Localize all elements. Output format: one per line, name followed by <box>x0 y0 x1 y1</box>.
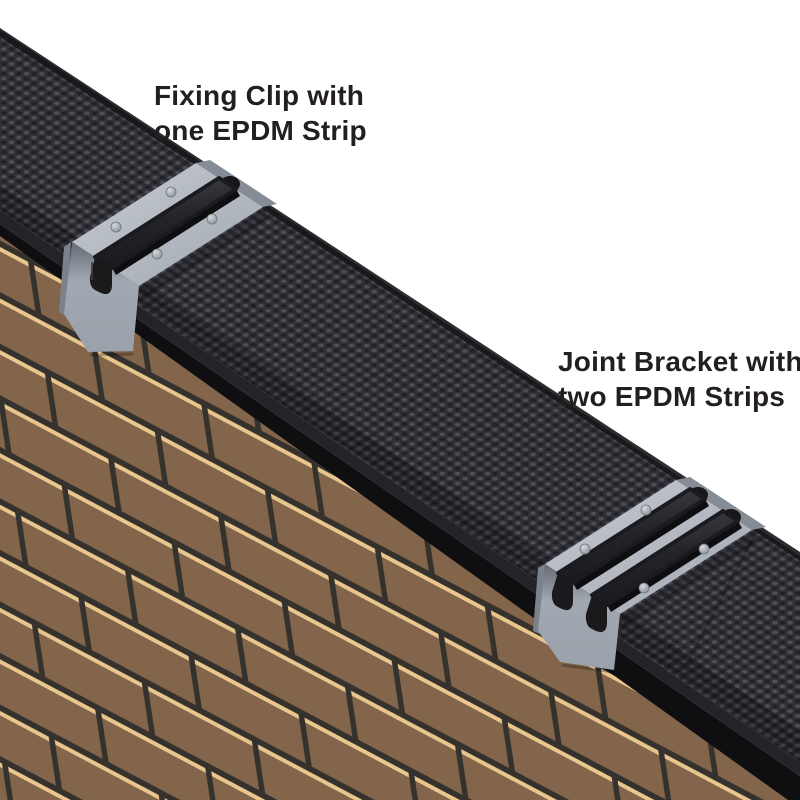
fixing-clip-leg-shadow <box>89 352 134 357</box>
fixing-clip-front-leg <box>64 242 139 352</box>
epdm-strip-front-cap <box>89 257 112 295</box>
epdm-strip-side <box>112 189 240 275</box>
fixing-clip-label-line1: Fixing Clip with <box>154 80 365 111</box>
joint-bracket-leg-shadow <box>561 663 615 674</box>
fixing-clip <box>59 160 277 357</box>
joint-bracket-shadow <box>622 536 757 625</box>
fixing-clip-label-line2: one EPDM Strip <box>154 115 367 146</box>
joint-bracket-plate <box>545 480 752 614</box>
coping-panel-seam <box>684 537 755 667</box>
coping-back-edge <box>0 28 800 561</box>
joint-bracket-label-line2: two EPDM Strips <box>558 381 786 412</box>
fixing-clip-leg-side <box>59 242 71 316</box>
epdm-strip-2-front-cap <box>585 595 607 633</box>
joint-bracket-label-line1: Joint Bracket with <box>558 346 800 377</box>
joint-bracket-rivets <box>579 504 710 594</box>
fixing-clip-label: Fixing Clip with one EPDM Strip <box>154 78 367 148</box>
joint-bracket <box>533 477 766 674</box>
fixing-clip-shadow <box>141 213 268 297</box>
joint-bracket-label: Joint Bracket with two EPDM Strips <box>558 344 800 414</box>
fixing-clip-rivets <box>110 186 218 260</box>
epdm-strip-1-side <box>573 499 709 590</box>
joint-bracket-leg-side <box>533 564 545 634</box>
epdm-strip-1-front-cap <box>551 573 573 611</box>
